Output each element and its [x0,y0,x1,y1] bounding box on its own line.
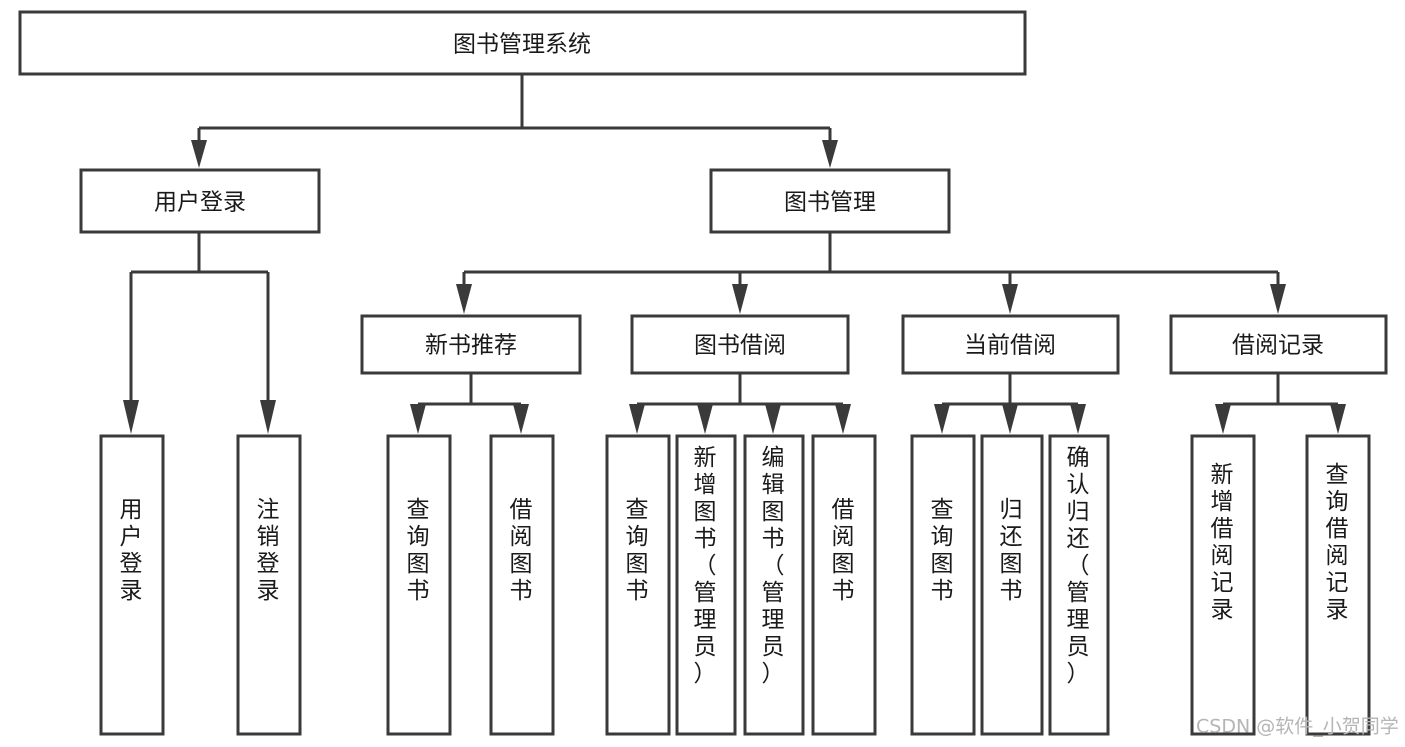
csdn-watermark: CSDN @软件_小贺同学 [1196,716,1399,738]
node-leaf-query-book-1-box[interactable] [386,434,452,736]
arrowhead-book-borrow [732,284,748,314]
node-leaf-add-borrow-record[interactable]: 新增借阅记录 [1190,434,1256,736]
node-leaf-return-book-box[interactable] [980,434,1044,736]
connector-group-borrow-record [1215,373,1346,434]
arrowhead-leaf-confirm-return [1070,404,1086,434]
node-new-book-recommend-box[interactable] [360,314,582,375]
node-leaf-borrow-book-2-box[interactable] [811,434,877,736]
node-leaf-logout-login-label: 注销登录 [257,497,280,604]
node-new-book-recommend-label: 新书推荐 [425,333,517,359]
arrowhead-leaf-user-login [123,400,139,434]
arrowhead-leaf-query-book-1 [410,404,426,434]
node-leaf-query-borrow-record-box[interactable] [1305,434,1371,736]
arrowhead-leaf-edit-book [765,404,781,434]
node-leaf-query-book-2-box[interactable] [605,434,671,736]
node-user-login-box[interactable] [79,168,321,234]
arrowhead-leaf-logout-login [260,400,276,434]
node-root[interactable]: 图书管理系统 [18,10,1027,76]
node-leaf-query-book-2[interactable]: 查询图书 [605,434,671,736]
node-leaf-logout-login-box[interactable] [236,434,302,736]
node-leaf-confirm-return[interactable]: 确认归还（管理员） [1048,434,1110,736]
connector-group-current-borrow [934,373,1086,434]
arrowhead-leaf-borrow-book-1 [513,404,529,434]
node-current-borrow-box[interactable] [901,314,1120,375]
node-book-management[interactable]: 图书管理 [709,168,951,234]
node-leaf-query-book-1[interactable]: 查询图书 [386,434,452,736]
node-root-label: 图书管理系统 [453,32,591,58]
node-book-management-box[interactable] [709,168,951,234]
node-book-borrow[interactable]: 图书借阅 [630,314,850,375]
node-leaf-query-book-3[interactable]: 查询图书 [910,434,976,736]
connector-group-book-borrow [629,373,851,434]
arrowhead-current-borrow [1002,284,1018,314]
node-leaf-query-book-1-label: 查询图书 [407,497,430,604]
arrowhead-book-management [822,140,838,168]
node-leaf-logout-login[interactable]: 注销登录 [236,434,302,736]
node-leaf-return-book[interactable]: 归还图书 [980,434,1044,736]
arrowhead-leaf-return-book [1002,404,1018,434]
node-user-login-label: 用户登录 [154,190,246,216]
node-leaf-query-book-3-label: 查询图书 [931,497,954,604]
node-leaf-query-borrow-record-label: 查询借阅记录 [1326,462,1349,623]
connector-group-book-management [456,232,1286,314]
node-borrow-record[interactable]: 借阅记录 [1169,314,1388,375]
arrowhead-leaf-query-book-2 [629,404,645,434]
node-leaf-return-book-label: 归还图书 [1000,497,1023,604]
node-current-borrow[interactable]: 当前借阅 [901,314,1120,375]
node-leaf-edit-book-box[interactable] [743,434,805,736]
arrowhead-new-book-recommend [456,284,472,314]
arrowhead-borrow-record [1270,284,1286,314]
node-leaf-user-login-box[interactable] [99,434,165,736]
node-leaf-borrow-book-2[interactable]: 借阅图书 [811,434,877,736]
node-leaf-borrow-book-1[interactable]: 借阅图书 [489,434,555,736]
node-leaf-edit-book[interactable]: 编辑图书（管理员） [743,434,805,736]
node-leaf-borrow-book-2-label: 借阅图书 [832,497,855,604]
node-user-login[interactable]: 用户登录 [79,168,321,234]
arrowhead-leaf-borrow-book-2 [835,404,851,434]
node-root-box[interactable] [18,10,1027,76]
node-leaf-add-borrow-record-box[interactable] [1190,434,1256,736]
connector-group-user-login [123,232,276,434]
node-new-book-recommend[interactable]: 新书推荐 [360,314,582,375]
node-leaf-add-book-box[interactable] [675,434,737,736]
node-leaf-borrow-book-1-box[interactable] [489,434,555,736]
node-book-borrow-label: 图书借阅 [694,333,786,359]
node-leaf-user-login-label: 用户登录 [120,497,143,604]
node-current-borrow-label: 当前借阅 [964,333,1056,359]
arrowhead-leaf-add-borrow-record [1215,404,1231,434]
connector-group-new-book-recommend [410,373,529,434]
node-leaf-query-book-3-box[interactable] [910,434,976,736]
node-borrow-record-label: 借阅记录 [1232,333,1324,359]
node-leaf-confirm-return-box[interactable] [1048,434,1110,736]
node-leaf-add-book[interactable]: 新增图书（管理员） [675,434,737,736]
node-borrow-record-box[interactable] [1169,314,1388,375]
arrowhead-user-login [191,140,207,168]
arrowhead-leaf-query-borrow-record [1330,404,1346,434]
node-leaf-borrow-book-1-label: 借阅图书 [510,497,533,604]
node-leaf-edit-book-label: 编辑图书（管理员） [762,445,785,687]
arrowhead-leaf-query-book-3 [934,404,950,434]
node-leaf-add-book-label: 新增图书（管理员） [694,445,717,687]
node-leaf-user-login[interactable]: 用户登录 [99,434,165,736]
arrowhead-leaf-add-book [697,404,713,434]
node-leaf-query-book-2-label: 查询图书 [626,497,649,604]
node-leaf-query-borrow-record[interactable]: 查询借阅记录 [1305,434,1371,736]
node-book-borrow-box[interactable] [630,314,850,375]
node-book-management-label: 图书管理 [784,190,876,216]
node-leaf-add-borrow-record-label: 新增借阅记录 [1211,462,1234,623]
node-leaf-confirm-return-label: 确认归还（管理员） [1067,445,1090,687]
connector-group-root [191,74,838,168]
